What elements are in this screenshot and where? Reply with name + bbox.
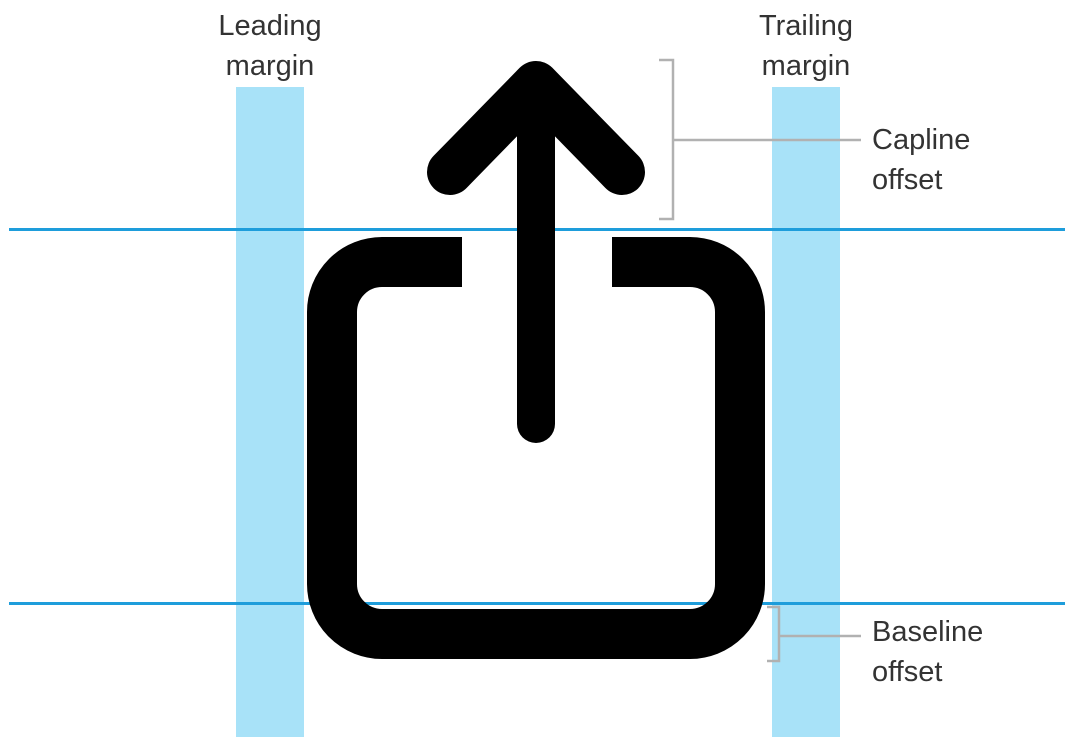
icon-arrow-head bbox=[427, 61, 645, 195]
baseline-offset-label: Baseline offset bbox=[872, 616, 984, 688]
capline-offset-label: Capline offset bbox=[872, 124, 971, 196]
square-and-arrow-up-icon bbox=[307, 61, 765, 659]
leading-margin-band bbox=[236, 87, 304, 737]
icon-square-outline bbox=[307, 237, 765, 659]
capline-offset-bracket bbox=[659, 58, 861, 221]
baseline-guide-line bbox=[9, 602, 1065, 605]
trailing-margin-band bbox=[772, 87, 840, 737]
leading-margin-label: Leading margin bbox=[218, 10, 322, 82]
trailing-margin-label: Trailing margin bbox=[758, 10, 853, 82]
baseline-offset-bracket bbox=[767, 605, 861, 663]
